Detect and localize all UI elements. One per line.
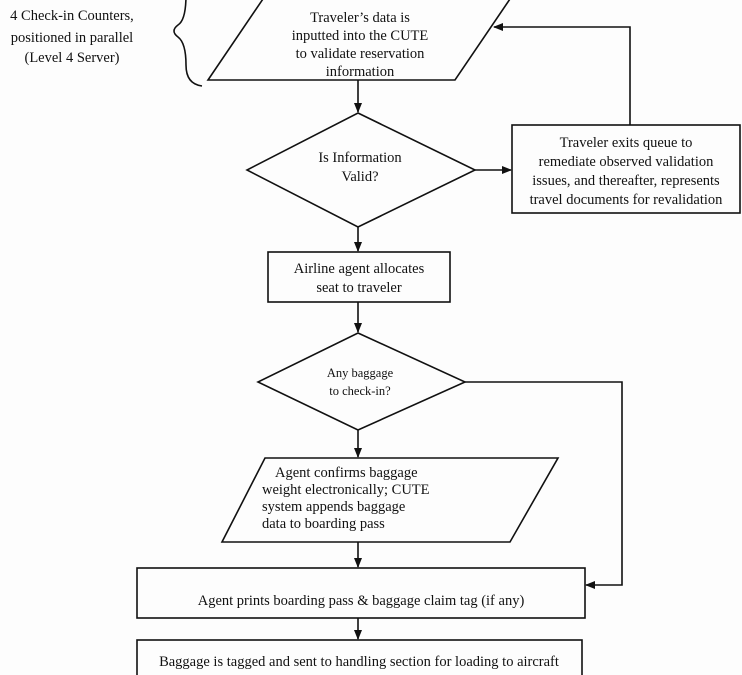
- no-baggage-arrow: [465, 381, 623, 589]
- annotation-line: positioned in parallel: [11, 30, 133, 46]
- exit-queue-shape: [511, 124, 741, 214]
- exit-queue-text: Traveler exits queue to: [560, 135, 693, 151]
- input-data-text: information: [326, 64, 395, 80]
- baggage-tagged-shape: [136, 639, 583, 675]
- input-data-text: Traveler’s data is: [310, 10, 410, 26]
- allocate-seat-shape: [267, 251, 451, 303]
- exit-queue-text: issues, and thereafter, represents: [532, 173, 720, 189]
- confirm-baggage-text: Agent confirms baggage: [275, 465, 418, 481]
- print-pass-shape: [136, 567, 586, 619]
- valid-decision-text: Valid?: [341, 169, 378, 185]
- baggage-decision-shape: [256, 332, 467, 431]
- confirm-baggage-text: system appends baggage: [262, 499, 405, 515]
- allocate-seat-text: seat to traveler: [316, 280, 402, 296]
- feedback-arrow: [493, 23, 631, 125]
- input-data-text: inputted into the CUTE: [292, 28, 429, 44]
- exit-queue-text: travel documents for revalidation: [530, 192, 724, 208]
- confirm-baggage-text: weight electronically; CUTE: [262, 482, 430, 498]
- input-data-text: to validate reservation: [296, 46, 426, 62]
- print-pass-text: Agent prints boarding pass & baggage cla…: [198, 593, 525, 609]
- baggage-decision-text: to check-in?: [329, 384, 391, 398]
- baggage-decision-text: Any baggage: [327, 366, 394, 380]
- brace: [173, 0, 203, 87]
- annotation-line: (Level 4 Server): [24, 50, 119, 66]
- valid-decision-text: Is Information: [318, 150, 402, 166]
- exit-queue-text: remediate observed validation: [539, 154, 714, 170]
- allocate-seat-text: Airline agent allocates: [294, 261, 425, 277]
- baggage-tagged-text: Baggage is tagged and sent to handling s…: [159, 654, 559, 670]
- confirm-baggage-text: data to boarding pass: [262, 516, 385, 532]
- input-data-shape: [206, 0, 511, 81]
- annotation-line: 4 Check-in Counters,: [10, 8, 134, 24]
- confirm-baggage-shape: [220, 457, 560, 543]
